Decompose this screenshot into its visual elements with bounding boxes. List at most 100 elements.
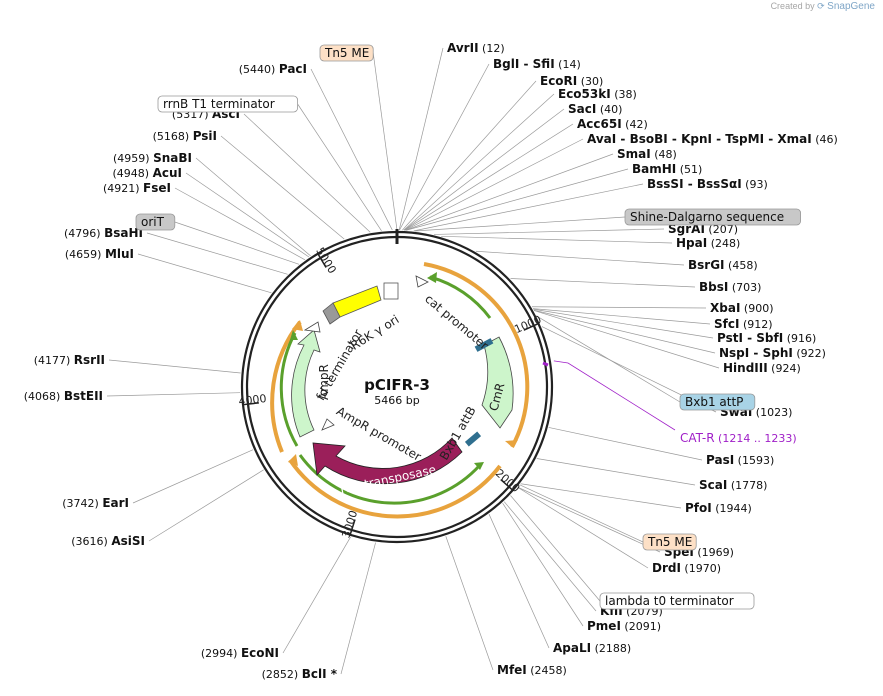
site-label[interactable]: (4959) SnaBI <box>113 151 192 165</box>
site-coordinate: (1593) <box>734 454 774 467</box>
leader-line <box>220 135 345 240</box>
site-label[interactable]: BsrGI (458) <box>688 258 758 272</box>
leader-line <box>517 486 661 553</box>
enzyme-name: SnaBI <box>153 151 192 165</box>
site-coordinate: (12) <box>479 42 505 55</box>
site-label[interactable]: PasI (1593) <box>706 453 774 467</box>
site-label[interactable]: MfeI (2458) <box>497 663 567 677</box>
enzyme-name: BbsI <box>699 280 728 294</box>
leader-line <box>148 469 264 542</box>
site-label[interactable]: DrdI (1970) <box>652 561 721 575</box>
site-label[interactable]: SacI (40) <box>568 102 622 116</box>
leader-line <box>531 306 707 309</box>
site-label[interactable]: (4177) RsrII <box>34 353 105 367</box>
site-label[interactable]: BamHI (51) <box>632 162 702 176</box>
site-label[interactable]: HindIII (924) <box>723 361 801 375</box>
leader-lines <box>106 47 720 675</box>
enzyme-name: XbaI <box>710 301 740 315</box>
site-label[interactable]: HpaI (248) <box>676 236 740 250</box>
orf-head-cmr <box>505 440 518 447</box>
feature-ampr <box>291 329 321 438</box>
feature-callout-box <box>319 44 374 62</box>
feature-callout-label[interactable]: oriT <box>141 215 165 229</box>
feature-transposase <box>312 437 463 485</box>
site-label[interactable]: PstI - SbfI (916) <box>717 331 816 345</box>
leader-line <box>520 483 682 509</box>
site-labels: AvrII (12) BglI - SfiI (14) EcoRI (30)Eco5… <box>24 41 838 681</box>
site-coordinate: (1778) <box>727 479 767 492</box>
site-label[interactable]: ApaLI (2188) <box>553 641 631 655</box>
leader-line <box>517 487 649 569</box>
enzyme-name: PfoI <box>685 501 712 515</box>
feature-callout-label[interactable]: lambda t0 terminator <box>605 594 734 608</box>
site-coordinate: (4659) <box>65 248 105 261</box>
enzyme-name: - SphI <box>749 346 793 360</box>
site-label[interactable]: PmeI (2091) <box>587 619 661 633</box>
site-label[interactable]: (2852) BclI * <box>262 667 338 681</box>
primer-label[interactable]: CAT-R (1214 .. 1233) <box>680 431 797 445</box>
site-label[interactable]: (2994) EcoNI <box>201 646 279 660</box>
site-label[interactable]: (4659) MluI <box>65 247 134 261</box>
feature-bxb1-attb-right <box>464 431 482 447</box>
feature-callout-label[interactable]: Tn5 ME <box>324 46 369 60</box>
feature-callout-label[interactable]: Tn5 ME <box>647 535 692 549</box>
credit-prefix: Created by <box>770 1 815 11</box>
site-coordinate: (458) <box>725 259 758 272</box>
site-label[interactable]: (4921) FseI <box>103 181 171 195</box>
feature-callout-label[interactable]: Bxb1 attP <box>685 395 743 409</box>
site-coordinate: (42) <box>622 118 648 131</box>
leader-line <box>534 310 720 369</box>
feature-callout-label[interactable]: rrnB T1 terminator <box>163 97 275 111</box>
site-coordinate: (5168) <box>153 130 193 143</box>
leader-line <box>536 315 681 403</box>
feature-callout-box <box>599 592 755 610</box>
site-label[interactable]: AvaI - BsoBI - KpnI - TspMI - XmaI (46) <box>587 132 838 146</box>
site-coordinate: (14) <box>555 58 581 71</box>
site-label[interactable]: NspI - SphI (922) <box>719 346 826 360</box>
site-label[interactable]: Acc65I (42) <box>577 117 648 131</box>
feature-small-marks <box>383 282 399 300</box>
snapgene-logo-icon: ⟳ <box>817 1 825 11</box>
site-label[interactable]: EcoRI (30) <box>540 74 603 88</box>
site-label[interactable]: BglI - SfiI (14) <box>493 57 581 71</box>
site-label[interactable]: AvrII (12) <box>447 41 505 55</box>
site-label[interactable]: BssSI - BssSαI (93) <box>647 177 768 191</box>
enzyme-name: AsiSI <box>111 534 145 548</box>
feature-callout-box <box>157 95 299 113</box>
leader-line <box>399 63 490 231</box>
site-label[interactable]: Eco53kI (38) <box>558 87 637 101</box>
site-label[interactable]: (4796) BsaHI <box>64 226 143 240</box>
site-coordinate: (4921) <box>103 182 143 195</box>
tick-mark <box>242 402 259 406</box>
site-label[interactable]: (3742) EarI <box>62 496 129 510</box>
orf-arrow-cmr <box>429 275 492 319</box>
enzyme-name: SfcI <box>714 317 739 331</box>
site-label[interactable]: (4068) BstEII <box>24 389 103 403</box>
leader-line <box>195 157 311 257</box>
site-label[interactable]: BbsI (703) <box>699 280 761 294</box>
tick-mark <box>317 253 327 268</box>
site-label[interactable]: XbaI (900) <box>710 301 773 315</box>
site-label[interactable]: SfcI (912) <box>714 317 773 331</box>
site-label[interactable]: (3616) AsiSI <box>71 534 145 548</box>
leader-line <box>106 392 241 397</box>
enzyme-name: PstI <box>717 331 743 345</box>
enzyme-name: NspI <box>719 346 749 360</box>
site-coordinate: (1969) <box>694 546 734 559</box>
leader-line <box>340 542 376 675</box>
site-label[interactable]: (5440) PacI <box>239 62 307 76</box>
enzyme-name: - BsoBI <box>616 132 667 146</box>
feature-r6k-ori <box>332 285 382 318</box>
site-label[interactable]: (4948) AcuI <box>113 166 183 180</box>
feature-callout-label[interactable]: Shine-Dalgarno sequence <box>630 210 784 224</box>
site-coordinate: (1970) <box>681 562 721 575</box>
leader-line <box>310 68 393 231</box>
site-label[interactable]: PfoI (1944) <box>685 501 752 515</box>
site-label[interactable]: ScaI (1778) <box>699 478 767 492</box>
site-label[interactable]: (5168) PsiI <box>153 129 217 143</box>
site-label[interactable]: SgrAI (207) <box>668 222 738 236</box>
site-label[interactable]: SmaI (48) <box>617 147 677 161</box>
site-coordinate: (1944) <box>712 502 752 515</box>
plasmid-name: pCIFR-3 <box>364 376 430 394</box>
